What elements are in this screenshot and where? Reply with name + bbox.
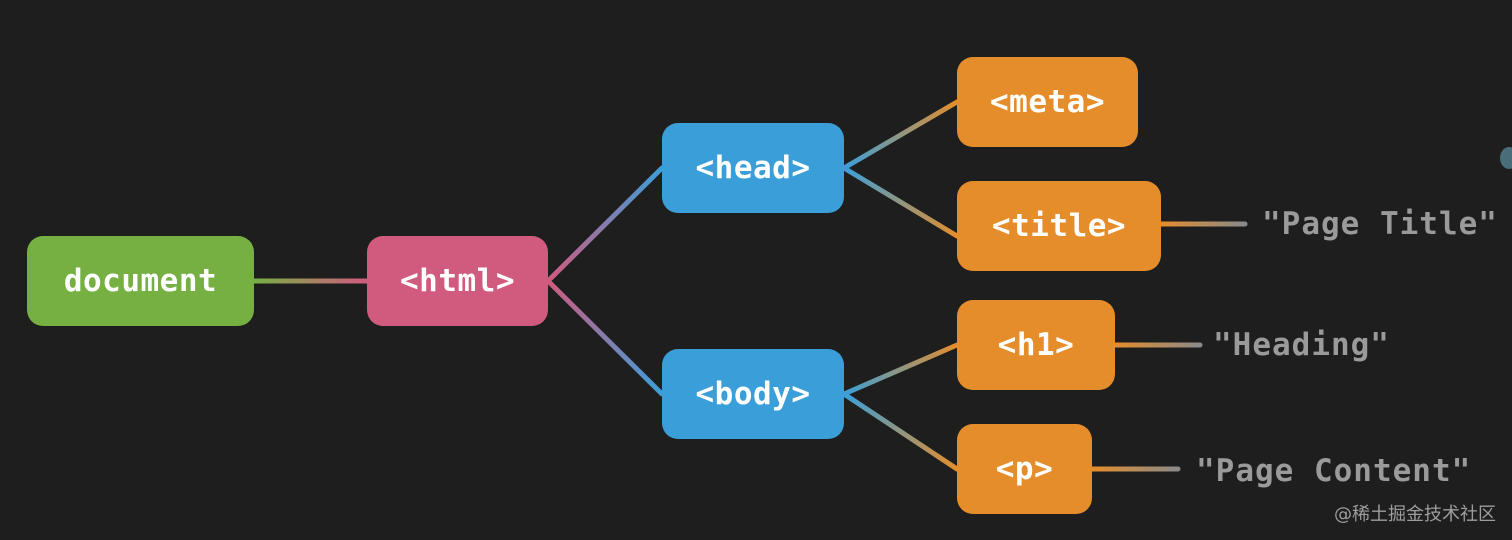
edge-head-meta [841, 99, 960, 171]
edge-head-title [841, 165, 960, 239]
edge-html-head [545, 165, 665, 284]
node-head: <head> [662, 123, 844, 213]
node-document: document [27, 236, 254, 326]
node-title: <title> [957, 181, 1161, 271]
edge-body-p [841, 391, 960, 472]
watermark: @稀土掘金技术社区 [1334, 504, 1496, 525]
node-meta: <meta> [957, 57, 1138, 147]
node-html: <html> [367, 236, 548, 326]
text-node-heading: "Heading" [1213, 327, 1390, 363]
edge-body-h1 [841, 342, 960, 397]
text-node-page-title: "Page Title" [1262, 206, 1498, 242]
node-h1: <h1> [957, 300, 1115, 390]
edge-html-body [545, 278, 665, 397]
cropped-node-fragment [1500, 147, 1512, 169]
node-p: <p> [957, 424, 1092, 514]
node-body: <body> [662, 349, 844, 439]
text-node-page-content: "Page Content" [1196, 453, 1472, 489]
